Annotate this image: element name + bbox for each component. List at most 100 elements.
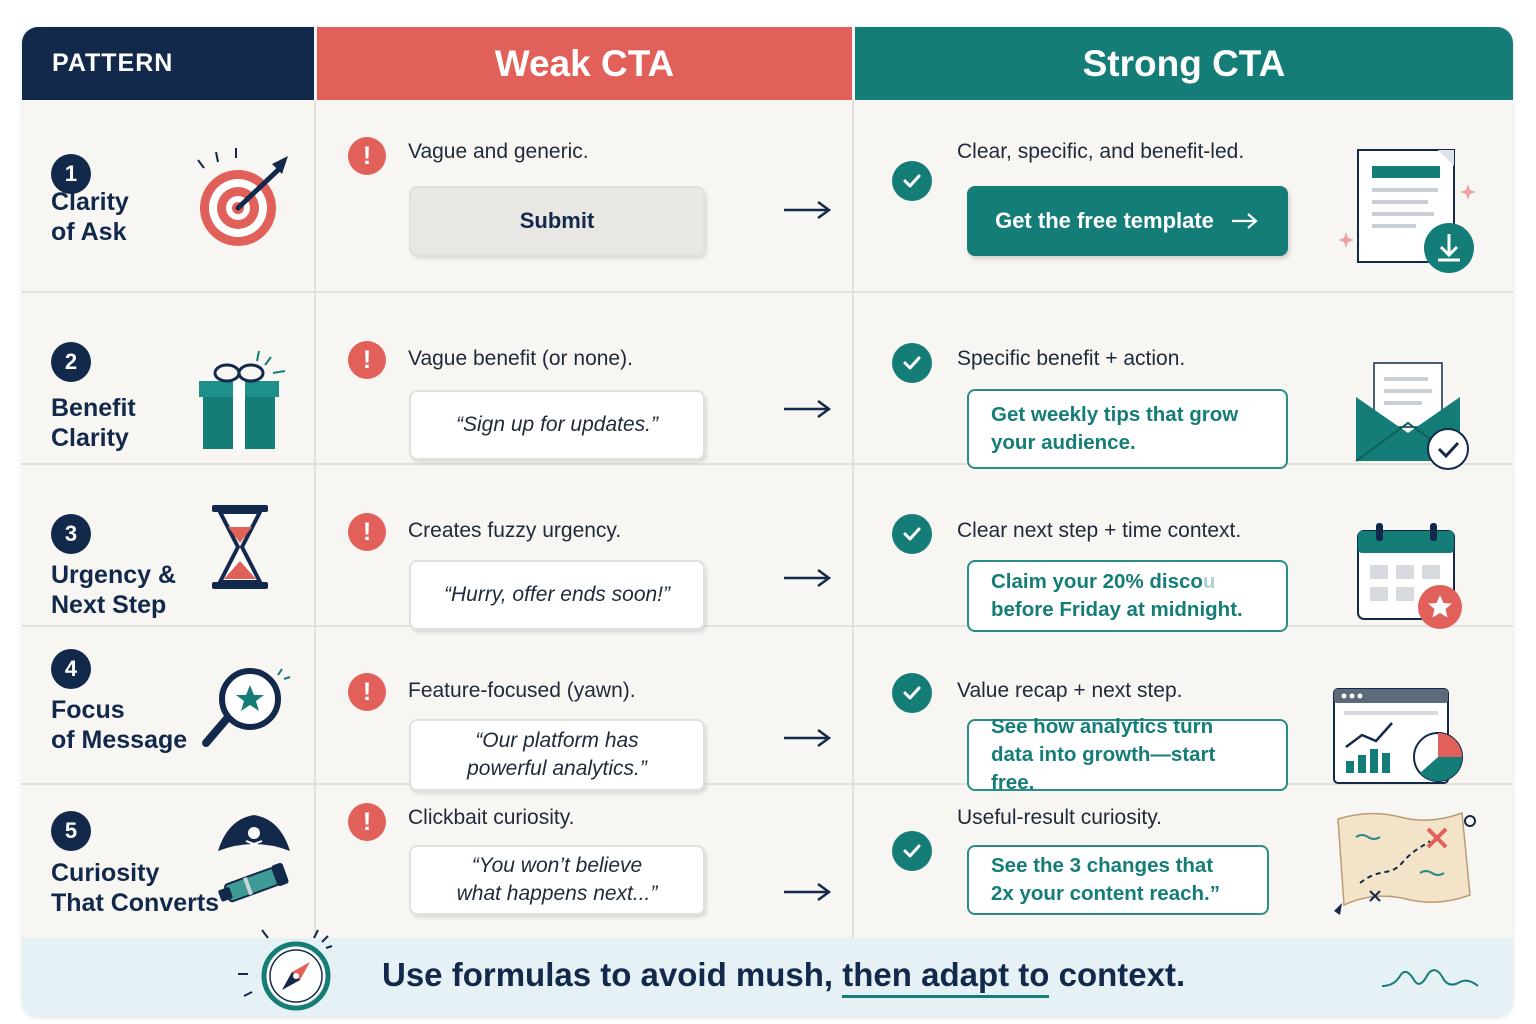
row-divider [22,783,1513,785]
pattern-title: Urgency & Next Step [51,560,231,620]
get-template-label: Get the free template [995,208,1214,233]
row-number: 4 [51,649,91,689]
pattern-row-focus: 4 Focus of Message ! Feature-focused (ya… [22,627,1513,794]
weak-description: Vague and generic. [408,140,589,163]
wave-icon [1381,969,1479,987]
envelope-check-icon [1355,362,1469,470]
strong-cta-line: your audience. [991,431,1136,454]
pattern-row-urgency: 3 Urgency & Next Step ! Creates fuzzy ur… [22,465,1513,632]
strong-cta-line: Get weekly tips that grow [991,403,1239,426]
strong-cta-box[interactable]: Claim your 20% discou before Friday at m… [967,560,1288,632]
row-divider [22,625,1513,627]
strong-description: Specific benefit + action. [957,347,1186,370]
strong-cta-line: Claim your 20% discou [991,568,1243,596]
row-number: 2 [51,342,91,382]
strong-cta-line: See the 3 changes that [991,854,1214,877]
row-number: 5 [51,811,91,851]
header-weak-cta: Weak CTA [317,27,852,100]
strong-description: Useful-result curiosity. [957,806,1162,829]
row-divider [22,291,1513,293]
calendar-star-icon [1357,523,1462,629]
check-icon [892,831,932,871]
pattern-title: Benefit Clarity [51,393,231,453]
gift-icon [199,351,286,449]
weak-cta-submit-button[interactable]: Submit [409,186,705,256]
header-pattern-label: PATTERN [52,49,174,77]
magnifier-star-icon [202,668,291,747]
arrow-right-icon [1231,213,1258,229]
strong-cta-box[interactable]: Get weekly tips that grow your audience. [967,389,1288,469]
pattern-title-line: Curiosity [51,859,160,887]
pattern-title-line: Urgency & [51,561,177,589]
pattern-title-line: Focus [51,696,125,724]
arrow-right-icon [784,728,832,748]
strong-cta-line: See how analytics turn [991,715,1214,738]
row-divider [22,463,1513,465]
pattern-row-clarity: 1 Clarity of Ask ! Vague and generic. Su… [22,100,1513,291]
alert-icon: ! [348,803,386,841]
header-strong-cta: Strong CTA [855,27,1513,100]
footer-text-part: context. [1049,956,1186,993]
weak-cta-line: what happens next...” [456,882,658,905]
strong-cta-line: 2x your content reach.” [991,882,1220,905]
strong-cta-faded-text: u [1202,570,1216,593]
pattern-row-curiosity: 5 Curiosity That Converts ! Clickbait cu… [22,785,1513,938]
weak-description: Clickbait curiosity. [408,806,575,829]
pattern-title-line: That Converts [51,889,220,917]
pattern-title: Curiosity That Converts [51,858,251,918]
footer-text-underlined: then adapt to [842,956,1050,998]
footer-text-part: Use formulas to avoid mush, [382,956,843,993]
strong-cta-box[interactable]: See the 3 changes that 2x your content r… [967,845,1269,915]
arrow-right-icon [784,200,832,220]
arrow-right-icon [784,882,832,902]
weak-cta-box[interactable]: “Hurry, offer ends soon!” [409,560,705,630]
weak-cta-box[interactable]: “Sign up for updates.” [409,390,705,460]
weak-description: Vague benefit (or none). [408,347,633,370]
weak-cta-box[interactable]: “You won’t believe what happens next...” [409,845,705,915]
strong-description: Clear next step + time context. [957,519,1242,542]
column-divider [314,100,316,938]
weak-cta-box[interactable]: “Our platform has powerful analytics.” [409,719,705,791]
arrow-right-icon [784,568,832,588]
pattern-title-line: of Ask [51,218,127,246]
check-icon [892,343,932,383]
strong-cta-line: before Friday at midnight. [991,598,1243,621]
weak-cta-line: powerful analytics.” [467,757,647,780]
alert-icon: ! [348,513,386,551]
strong-cta-line: data into growth—start free. [991,743,1216,794]
strong-description: Value recap + next step. [957,679,1183,702]
pattern-title: Clarity of Ask [51,187,231,247]
analytics-dashboard-icon [1333,688,1463,784]
strong-cta-box[interactable]: See how analytics turn data into growth—… [967,715,1288,794]
weak-cta-line: “Our platform has [475,729,639,752]
check-icon [892,161,932,201]
pattern-title-line: Clarity [51,188,129,216]
document-download-icon [1338,149,1476,273]
strong-cta-text: Claim your 20% disco [991,570,1203,593]
cta-comparison-card: PATTERN Weak CTA Strong CTA 1 Clarity of… [22,27,1513,1017]
row-number: 3 [51,514,91,554]
header-pattern: PATTERN [22,27,314,100]
alert-icon: ! [348,137,386,175]
weak-description: Feature-focused (yawn). [408,679,636,702]
pattern-title: Focus of Message [51,695,231,755]
footer-tagline: Use formulas to avoid mush, then adapt t… [382,956,1186,998]
check-icon [892,673,932,713]
weak-description: Creates fuzzy urgency. [408,519,622,542]
compass-icon [238,929,333,1011]
treasure-map-icon [1334,811,1476,915]
pattern-title-line: of Message [51,726,188,754]
weak-cta-line: “You won’t believe [471,854,643,877]
target-icon [197,148,288,246]
column-divider [852,100,854,938]
pattern-title-line: Benefit [51,394,136,422]
get-template-button[interactable]: Get the free template [967,186,1288,256]
arrow-right-icon [784,399,832,419]
header-strong-label: Strong CTA [1082,42,1286,84]
pattern-title-line: Next Step [51,591,167,619]
strong-description: Clear, specific, and benefit-led. [957,140,1245,163]
hourglass-icon [212,505,268,589]
check-icon [892,514,932,554]
pattern-title-line: Clarity [51,424,129,452]
pirate-spyglass-icon [218,815,290,903]
